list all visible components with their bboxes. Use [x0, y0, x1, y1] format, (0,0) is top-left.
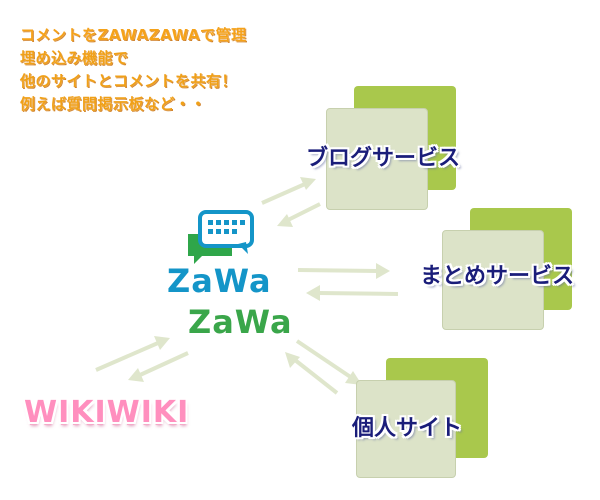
arrow-from-blog	[277, 202, 321, 227]
intro-line: 他のサイトとコメントを共有！	[20, 72, 238, 90]
card-front	[356, 380, 456, 478]
intro-line: コメントをZAWAZAWAで管理	[20, 26, 247, 44]
service-label: 個人サイト	[352, 416, 463, 441]
logo-text-bottom: ZaWa	[188, 303, 293, 341]
arrow-to-personal	[295, 339, 362, 385]
arrow-to-wiki	[128, 351, 189, 382]
arrow-from-matome	[306, 285, 399, 301]
intro-line: 例えば質問掲示板など・・	[20, 95, 207, 113]
service-label: ブログサービス	[306, 146, 461, 171]
chat-bubble-icon	[188, 210, 254, 264]
arrow-to-matome	[297, 263, 390, 279]
service-label: まとめサービス	[420, 264, 575, 289]
logo-text-top: ZaWa	[167, 262, 272, 300]
wikiwiki-logo: WIKIWIKI	[24, 395, 190, 430]
intro-text: コメントをZAWAZAWAで管理 埋め込み機能で 他のサイトとコメントを共有！ …	[20, 24, 247, 116]
card-front	[442, 230, 544, 330]
arrow-to-blog	[261, 177, 316, 205]
arrow-from-personal	[285, 352, 339, 395]
card-front	[326, 108, 428, 210]
intro-line: 埋め込み機能で	[20, 49, 129, 67]
arrow-from-wiki	[95, 336, 170, 372]
